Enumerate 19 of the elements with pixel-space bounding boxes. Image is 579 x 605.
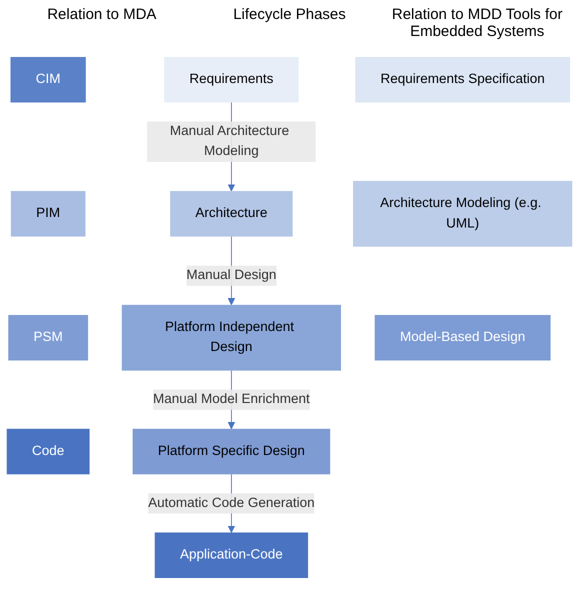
- node-box: Application-Code: [154, 532, 308, 578]
- edge-label: Manual Architecture Modeling: [170, 124, 290, 159]
- node-box: Code: [6, 428, 90, 474]
- node-box: Requirements Specification: [355, 56, 570, 102]
- edge-label: Manual Model Enrichment: [153, 392, 310, 406]
- column-heading: Lifecycle Phases: [232, 6, 347, 25]
- edge-label: Automatic Code Generation: [148, 496, 315, 510]
- node-box: Requirements: [164, 56, 299, 102]
- node-box: CIM: [10, 56, 86, 102]
- node-box: Platform Specific Design: [132, 428, 330, 474]
- node-box: PSM: [8, 314, 88, 360]
- node-box: Architecture: [170, 191, 293, 237]
- node-box: Platform Independent Design: [122, 304, 342, 371]
- node-box: PIM: [10, 191, 86, 237]
- node-box: Architecture Modeling (e.g. UML): [353, 180, 572, 247]
- column-heading: Relation to MDA: [46, 6, 158, 25]
- column-heading: Relation to MDD Tools for Embedded Systems: [390, 6, 564, 40]
- edge-label: Manual Design: [186, 268, 276, 283]
- node-box: Model-Based Design: [374, 314, 551, 360]
